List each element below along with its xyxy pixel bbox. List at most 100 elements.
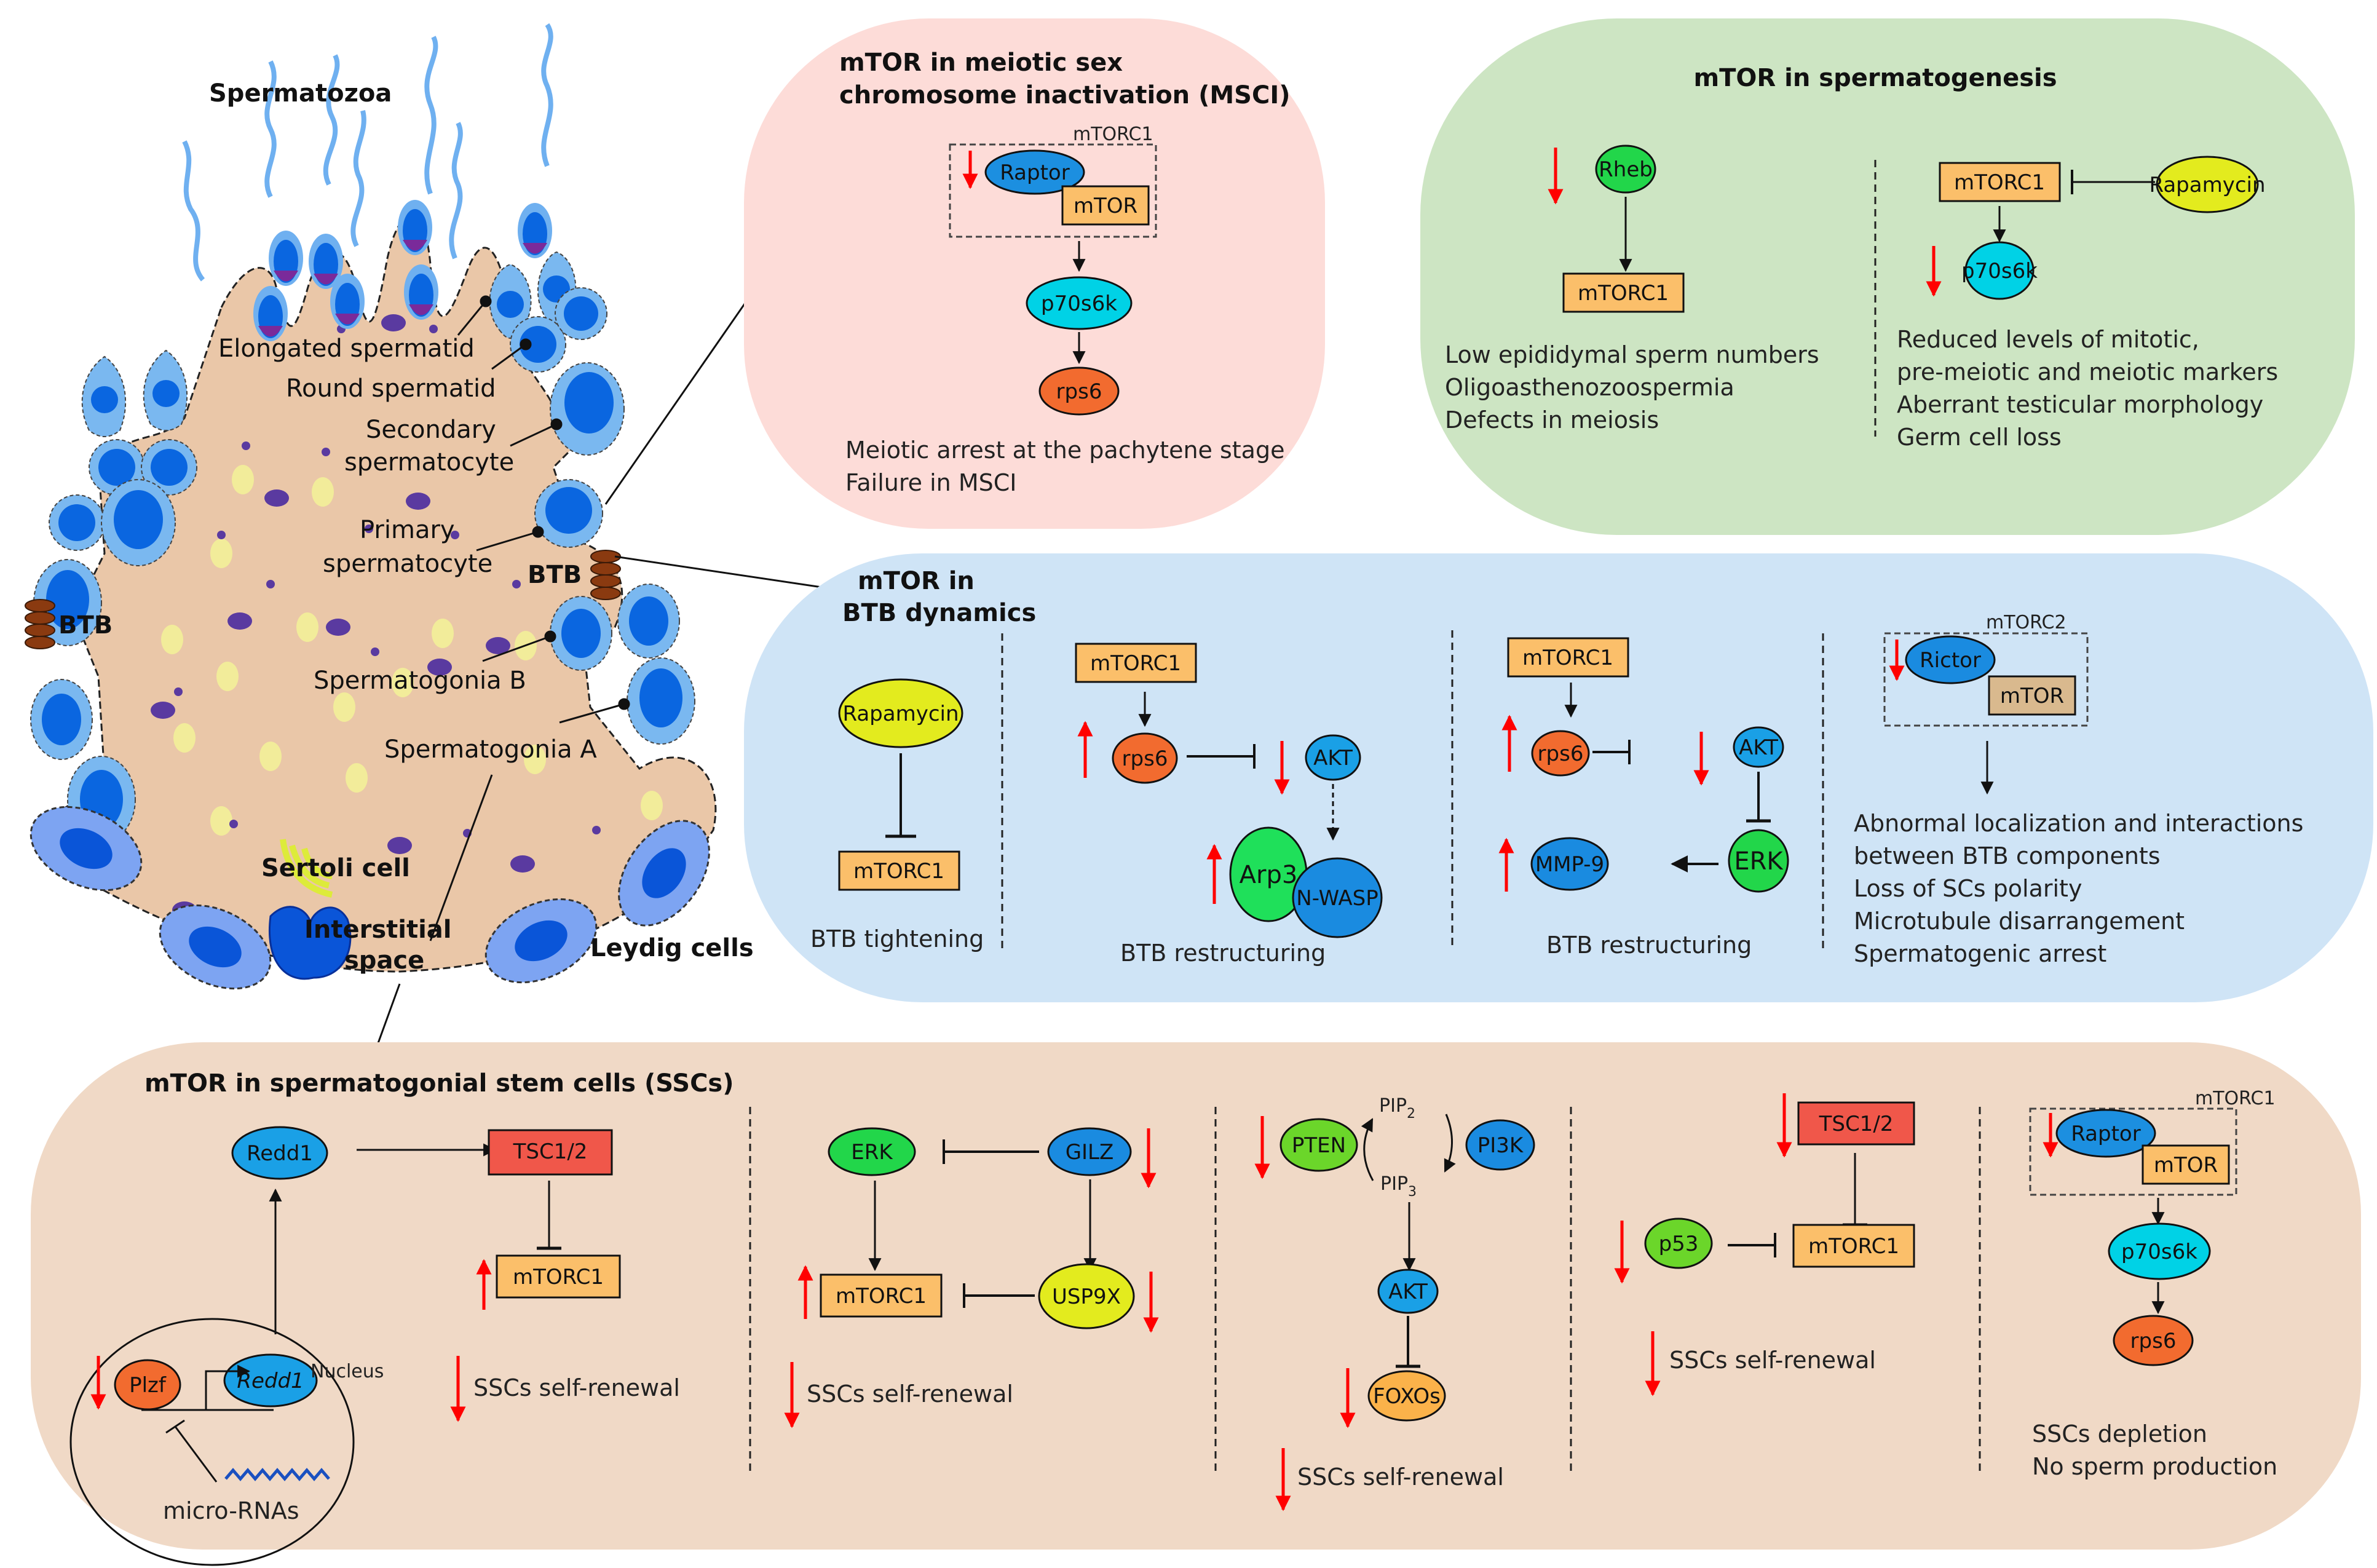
msci-outcome-1: Meiotic arrest at the pachytene stage — [845, 437, 1284, 464]
msci-mtor-label: mTOR — [1074, 194, 1137, 218]
btb-mtorc2-complex — [1883, 632, 2089, 727]
spermatogenesis-right-mtorc1-node — [1939, 162, 2061, 202]
spermatozoa-cells — [182, 23, 553, 341]
btb-col3-outcome: BTB restructuring — [1546, 932, 1752, 959]
ssc-col5-p70s6k-node — [2108, 1222, 2211, 1280]
label-secondary-spermatocyte-2: spermatocyte — [344, 448, 514, 477]
ssc-micro-rnas-label: micro-RNAs — [163, 1497, 299, 1524]
panel-msci-background — [744, 18, 1325, 529]
spermatogenesis-rapamycin-node — [2156, 156, 2259, 213]
ssc-col1-tsc-box — [488, 1129, 613, 1176]
label-elongated-spermatid: Elongated spermatid — [218, 335, 475, 363]
ssc-p53-node — [1644, 1218, 1713, 1269]
ssc-col5-mtor-label: mTOR — [2154, 1153, 2218, 1178]
ssc-pip2-to-pip3-arrow — [1444, 1114, 1456, 1173]
btb-col3-mtorc1-label: mTORC1 — [1522, 646, 1613, 670]
btb-col2-rps6-node — [1112, 732, 1178, 784]
ssc-pip3-text: PIP — [1380, 1173, 1408, 1195]
btb-col3-erk-label: ERK — [1734, 847, 1784, 876]
spermatogenesis-p70s6k-node — [1964, 241, 2035, 300]
ssc-foxos-label: FOXOs — [1373, 1384, 1441, 1409]
label-btb-right: BTB — [528, 561, 582, 589]
ssc-gilz-node — [1047, 1127, 1132, 1176]
ssc-pi3k-label: PI3K — [1477, 1133, 1524, 1158]
ssc-microrna-inhibits-line — [174, 1426, 218, 1483]
ssc-col4-mtorc1-label: mTORC1 — [1808, 1234, 1899, 1259]
ssc-nucleus — [69, 1318, 355, 1566]
ssc-col4-tsc-node — [1797, 1101, 1915, 1146]
ssc-col4-tsc-label: TSC1/2 — [1819, 1112, 1894, 1136]
msci-mtorc1-complex — [949, 143, 1157, 238]
label-interstitial-2: space — [344, 946, 424, 975]
btb-col4-outcome-2: between BTB components — [1854, 842, 2161, 869]
ssc-col1-tsc-label: TSC1/2 — [513, 1139, 588, 1164]
lipid-droplets — [161, 465, 663, 836]
msci-raptor-label: Raptor — [1000, 160, 1069, 185]
btb-junction-right — [590, 550, 621, 600]
msci-complex-label: mTORC1 — [1073, 124, 1153, 145]
spermatogonia-cells — [30, 584, 695, 843]
btb-col2-mtorc1-node — [1075, 643, 1197, 683]
spermatogenesis-right-outcome-2: pre-meiotic and meiotic markers — [1897, 358, 2278, 386]
btb-col1-outcome: BTB tightening — [810, 925, 984, 952]
msci-outcome-2: Failure in MSCI — [845, 469, 1016, 496]
ssc-p53-label: p53 — [1659, 1232, 1699, 1256]
ssc-usp9x-label: USP9X — [1052, 1285, 1121, 1309]
germ-cells — [30, 251, 695, 843]
spermatogenesis-p70s6k-label: p70s6k — [1961, 259, 2038, 283]
msci-title-line-1: mTOR in meiotic sex — [839, 49, 1123, 77]
btb-title-line-2: BTB dynamics — [842, 599, 1036, 627]
ssc-pip2-text: PIP — [1379, 1095, 1407, 1117]
btb-rictor-label: Rictor — [1920, 648, 1981, 673]
btb-col3-rps6-node — [1531, 730, 1590, 777]
rheb-node — [1595, 145, 1656, 194]
round-spermatid-cells — [49, 287, 607, 551]
label-leydig-cells: Leydig cells — [590, 934, 754, 962]
ssc-col5-rps6-label: rps6 — [2130, 1329, 2177, 1353]
btb-col3-akt-node — [1733, 726, 1784, 768]
seminiferous-epithelium-illustration: Spermatozoa Elongated spermatid Round sp… — [25, 23, 754, 990]
msci-mtor-node — [1061, 185, 1150, 226]
btb-rapamycin-label: Rapamycin — [842, 702, 959, 726]
label-primary-spermatocyte-2: spermatocyte — [323, 550, 492, 578]
ssc-pip2-label: PIP2 — [1379, 1095, 1415, 1122]
ssc-col5-p70s6k-label: p70s6k — [2121, 1240, 2197, 1264]
ssc-pip3-label: PIP3 — [1380, 1173, 1417, 1200]
ssc-mtorc1-complex — [2029, 1107, 2237, 1196]
ssc-redd1-gene-label: Redd1 — [237, 1369, 304, 1393]
ssc-pip3-to-pip2-arrow — [1361, 1118, 1374, 1181]
spermatogenesis-left-mtorc1-node — [1562, 272, 1685, 313]
ssc-col3-outcome: SSCs self-renewal — [1297, 1463, 1504, 1491]
ssc-col1-mtorc1-label: mTORC1 — [513, 1265, 604, 1289]
btb-col2-outcome: BTB restructuring — [1120, 940, 1326, 967]
btb-col2-nwasp-label: N-WASP — [1296, 886, 1378, 911]
ssc-raptor-node — [2055, 1109, 2156, 1158]
btb-rictor-node — [1905, 635, 1996, 684]
btb-col1-mtorc1-node — [838, 850, 960, 891]
btb-col4-mtor-node — [1988, 675, 2076, 716]
panel-ssc: mTOR in spermatogonial stem cells (SSCs)… — [31, 1042, 2361, 1566]
ssc-col1-redd1-node — [231, 1126, 328, 1180]
leydig-cell-shapes — [30, 806, 710, 990]
ssc-pi3k-node — [1465, 1119, 1535, 1171]
btb-col4-outcome-3: Loss of SCs polarity — [1854, 875, 2082, 902]
spermatogenesis-left-outcome-1: Low epididymal sperm numbers — [1445, 341, 1819, 368]
spermatogenesis-left-mtorc1-label: mTORC1 — [1578, 281, 1669, 306]
ssc-col5-rps6-node — [2113, 1315, 2194, 1366]
ssc-plzf-label: Plzf — [129, 1373, 167, 1398]
spermatogenesis-rapamycin-label: Rapamycin — [2149, 173, 2265, 197]
ssc-col4-mtorc1-node — [1792, 1224, 1915, 1268]
ssc-col5-outcome-2: No sperm production — [2032, 1453, 2277, 1480]
msci-title-line-2: chromosome inactivation (MSCI) — [839, 81, 1291, 109]
label-btb-left: BTB — [58, 611, 113, 639]
spermatocyte-cells — [33, 362, 625, 646]
msci-p70s6k-node — [1026, 276, 1133, 330]
msci-raptor-node — [984, 149, 1085, 195]
label-primary-spermatocyte-1: Primary — [360, 516, 455, 544]
label-sertoli-cell: Sertoli cell — [261, 854, 410, 882]
spermatogenesis-right-outcome-1: Reduced levels of mitotic, — [1897, 326, 2199, 353]
ssc-pip2-subscript: 2 — [1407, 1106, 1415, 1122]
ssc-col2-mtorc1-label: mTORC1 — [836, 1284, 927, 1309]
btb-col3-akt-label: AKT — [1739, 735, 1778, 760]
